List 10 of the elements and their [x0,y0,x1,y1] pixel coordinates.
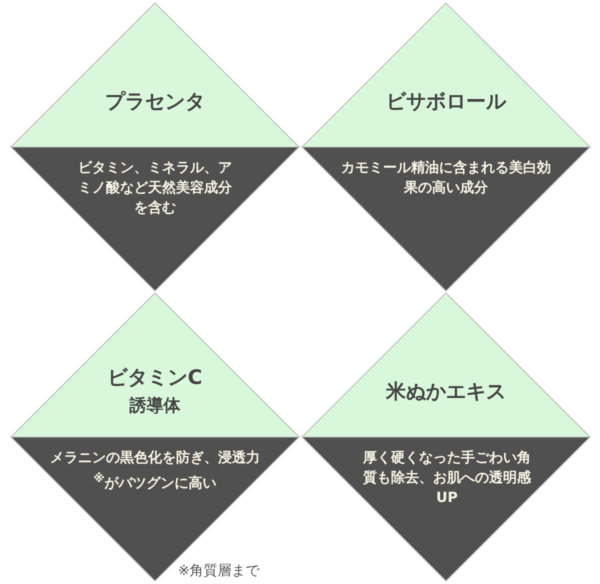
ingredient-name: 米ぬかエキス [384,378,507,405]
description-text: カモミール精油に含まれる美白効果の高い成分 [340,158,552,198]
footnote: ※角質層まで [178,562,260,580]
description-text: メラニンの黒色化を防ぎ、浸透力$^{※}$がバツグンに高い [50,449,260,494]
ingredient-name: プラセンタ [104,88,206,115]
description-text: ビタミン、ミネラル、アミノ酸など天然美容成分を含む [77,159,233,218]
description-text: 厚く硬くなった手ごわい角質も除去、お肌への透明感UP [362,449,532,508]
ingredient-name: ビタミンC [106,364,204,391]
ingredient-name: ビサボロール [385,88,508,115]
ingredient-name: 誘導体 [128,395,182,417]
